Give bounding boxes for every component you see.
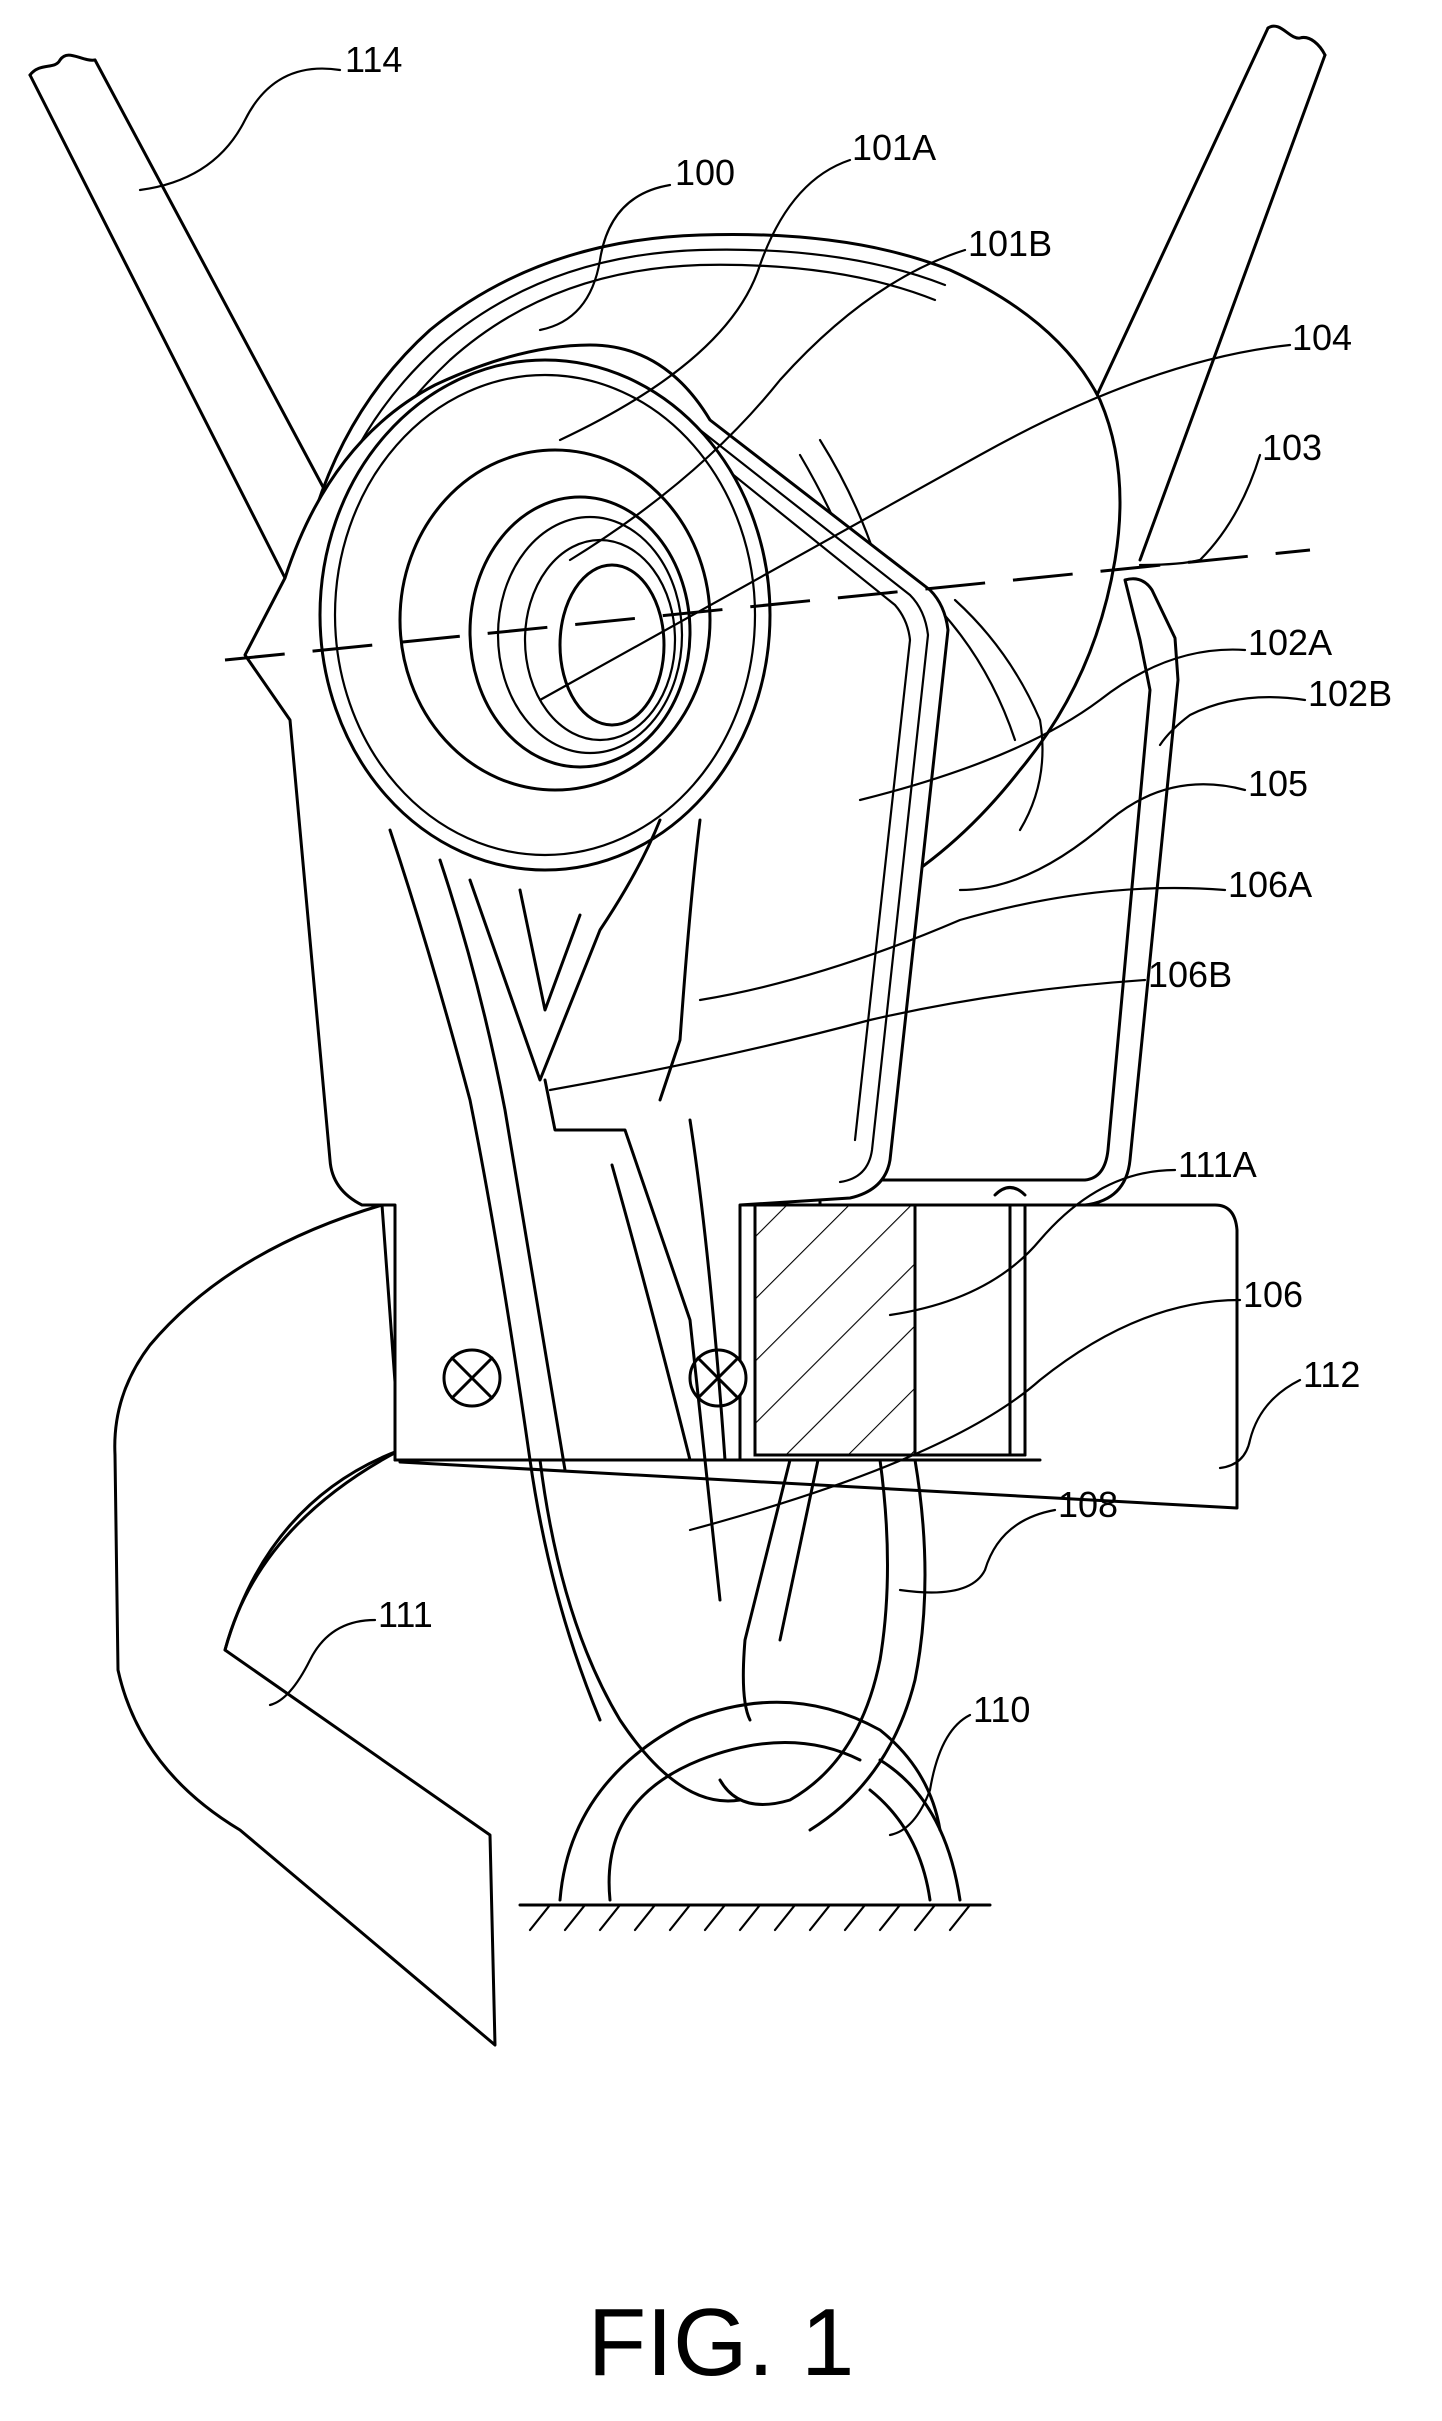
label-106B: 106B: [1148, 954, 1232, 995]
label-100: 100: [675, 152, 735, 193]
label-104: 104: [1292, 317, 1352, 358]
screw-left: [444, 1350, 500, 1406]
label-102B: 102B: [1308, 673, 1392, 714]
label-102A: 102A: [1248, 622, 1332, 663]
ground-hatch: [520, 1905, 990, 1930]
label-112: 112: [1303, 1354, 1360, 1395]
cable-114-left: [30, 55, 330, 578]
label-105: 105: [1248, 763, 1308, 804]
label-108: 108: [1058, 1484, 1118, 1525]
label-110: 110: [973, 1689, 1030, 1730]
label-106A: 106A: [1228, 864, 1312, 905]
anchor-110: [560, 1702, 960, 1900]
figure-caption: FIG. 1: [588, 2289, 855, 2396]
sling-108: [540, 1460, 925, 1830]
label-106: 106: [1243, 1274, 1303, 1315]
label-111: 111: [378, 1594, 433, 1635]
label-101B: 101B: [968, 223, 1052, 264]
label-114: 114: [345, 39, 402, 80]
label-111A: 111A: [1178, 1144, 1257, 1185]
label-101A: 101A: [852, 127, 936, 168]
label-103: 103: [1262, 427, 1322, 468]
block-111A: [755, 1188, 1025, 1456]
